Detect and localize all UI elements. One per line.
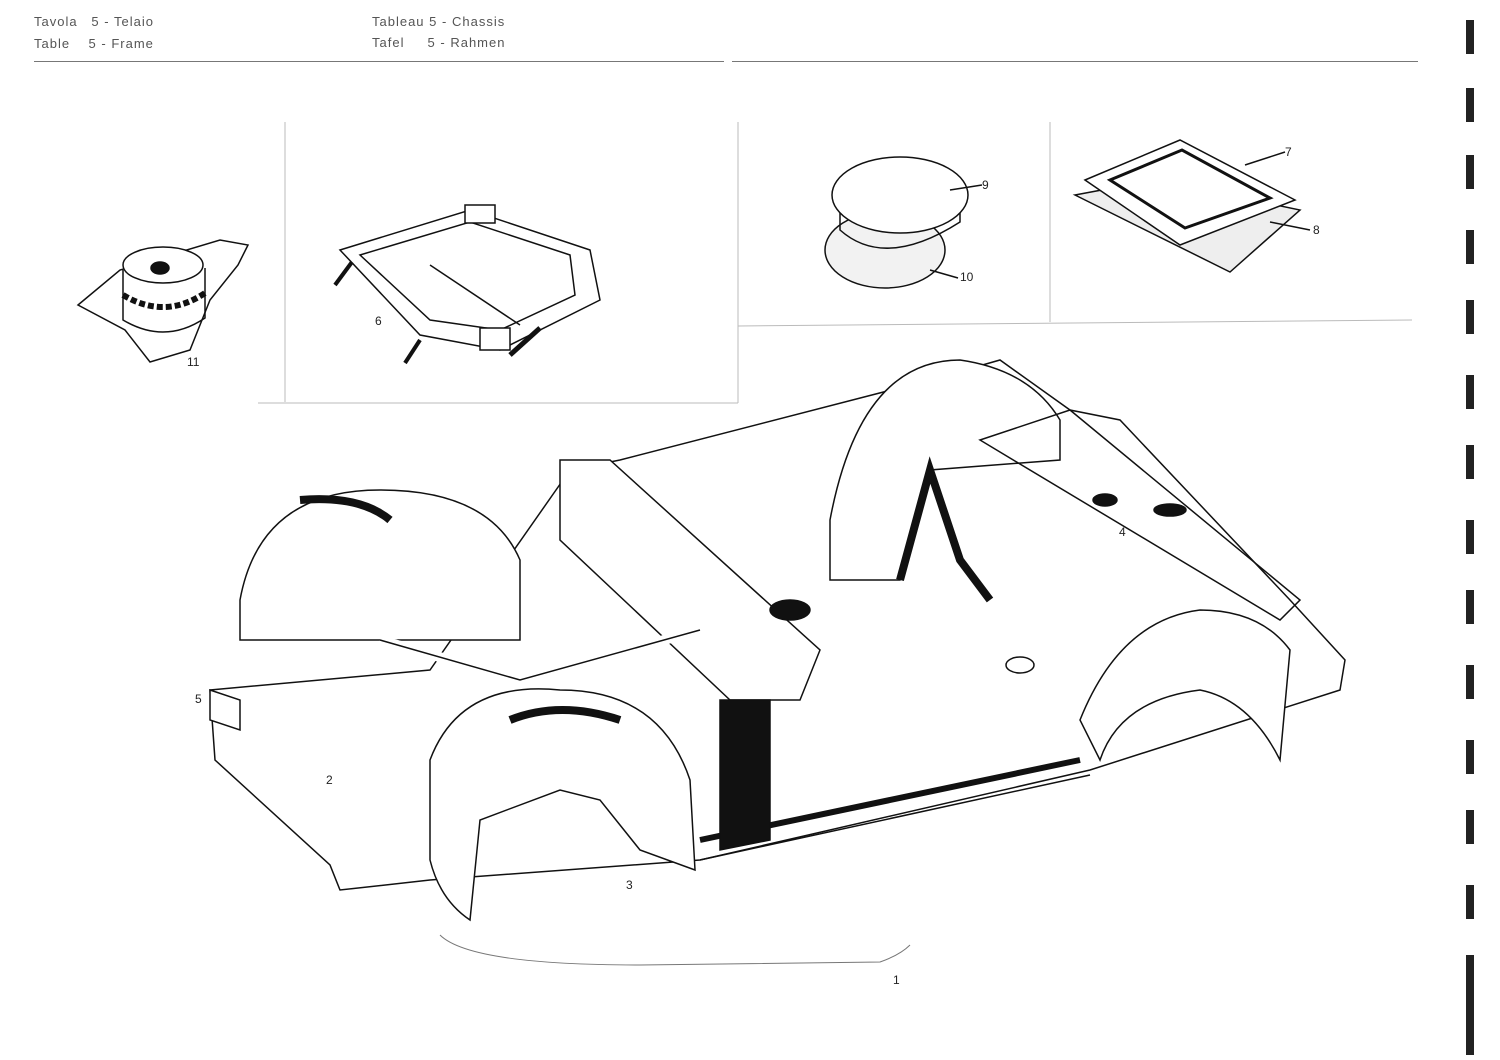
cover-plate-drawing — [1072, 139, 1311, 273]
title: Rahmen — [450, 35, 506, 50]
title: Frame — [111, 36, 154, 51]
label: Tafel — [372, 35, 405, 50]
binding-edge — [1464, 0, 1478, 1060]
num: 5 — [88, 36, 97, 51]
header-fr: Tableau 5 - Chassis — [372, 14, 506, 29]
label: Tavola — [34, 14, 78, 29]
callout-9: 9 — [982, 178, 989, 192]
chassis-drawing — [209, 359, 1346, 966]
engine-mount-drawing — [76, 239, 250, 363]
cap-drawing — [824, 156, 983, 289]
header-en: Table 5 - Frame — [34, 36, 154, 51]
label: Table — [34, 36, 71, 51]
title: Chassis — [451, 14, 506, 29]
callout-11: 11 — [187, 355, 200, 369]
callout-7: 7 — [1285, 145, 1292, 159]
num: 5 — [429, 14, 438, 29]
bracket-frame-drawing — [333, 204, 601, 365]
callout-6: 6 — [375, 314, 382, 328]
callout-10: 10 — [960, 270, 974, 284]
header-rule-left — [34, 61, 724, 62]
header-it: Tavola 5 - Telaio — [34, 14, 154, 29]
panel-borders — [258, 122, 1413, 404]
num: 5 — [427, 35, 436, 50]
header-rule-right — [732, 61, 1418, 62]
label: Tableau — [372, 14, 425, 29]
callout-4: 4 — [1119, 525, 1126, 539]
callout-3: 3 — [626, 878, 633, 892]
title: Telaio — [113, 14, 154, 29]
callout-8: 8 — [1313, 223, 1320, 237]
header-de: Tafel 5 - Rahmen — [372, 35, 506, 50]
callout-1: 1 — [893, 973, 900, 987]
callout-5: 5 — [195, 692, 202, 706]
num: 5 — [91, 14, 100, 29]
callout-2: 2 — [326, 773, 333, 787]
